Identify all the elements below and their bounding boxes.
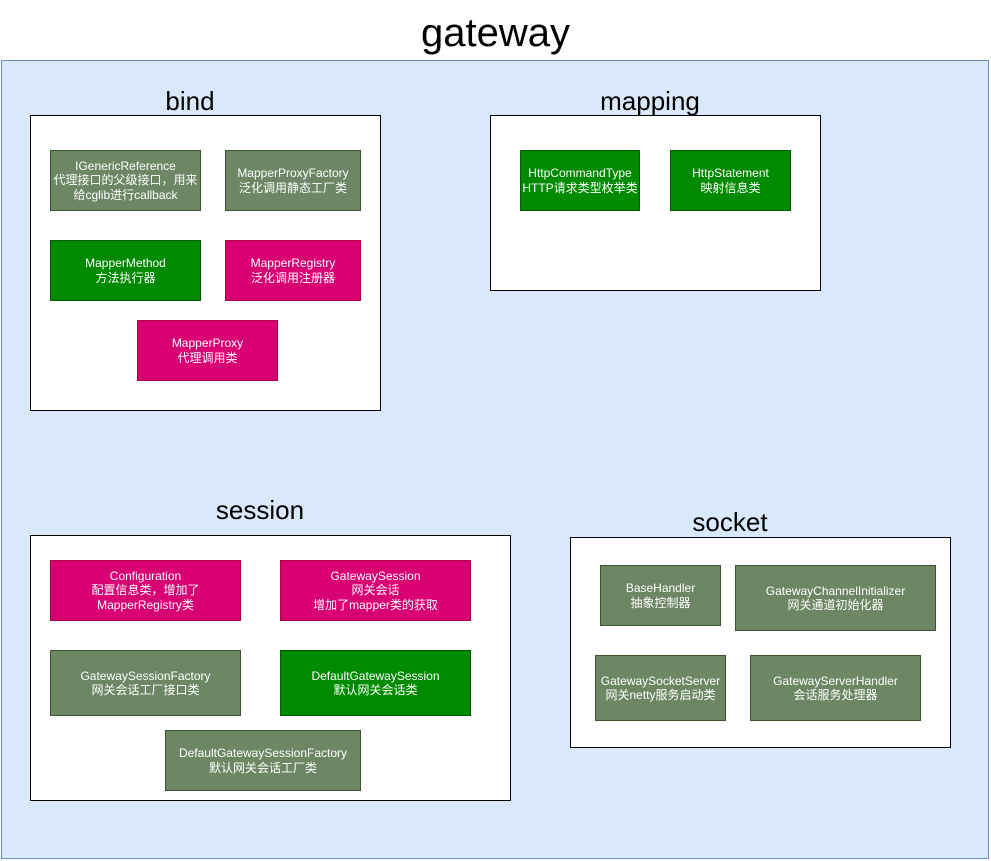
igenericreference-line-2: 给cglib进行callback (73, 187, 178, 202)
defaultgatewaysessionfactory-line-0: DefaultGatewaySessionFactory (178, 746, 348, 760)
mappermethod-line-0: MapperMethod (85, 256, 166, 270)
gatewayserverhandler-line-0: GatewayServerHandler (773, 673, 898, 688)
mapperproxyfactory-line-0: MapperProxyFactory (237, 166, 349, 180)
gatewayserverhandler-line-1: 会话服务处理器 (793, 688, 878, 702)
gatewaysessionfactory-line-0: GatewaySessionFactory (80, 668, 211, 683)
mappermethod-line-1: 方法执行器 (95, 270, 156, 285)
httpstatement-line-1: 映射信息类 (700, 180, 761, 195)
httpcommandtype-line-1: HTTP请求类型枚举类 (522, 180, 638, 195)
configuration-line-0: Configuration (109, 568, 182, 583)
defaultgatewaysessionfactory-line-1: 默认网关会话工厂类 (208, 760, 317, 775)
gatewaysession-line-0: GatewaySession (330, 568, 421, 583)
configuration-line-1: 配置信息类，增加了 (91, 583, 200, 598)
igenericreference-line-1: 代理接口的父级接口，用来 (53, 173, 198, 188)
basehandler-line-0: BaseHandler (625, 581, 696, 595)
defaultgatewaysession-line-1: 默认网关会话类 (333, 683, 418, 697)
mapperproxy-line-0: MapperProxy (171, 336, 244, 350)
package-label-session: session (215, 495, 305, 525)
mapperproxyfactory-line-1: 泛化调用静态工厂类 (238, 180, 347, 195)
diagram-title: gateway (421, 11, 570, 55)
defaultgatewaysession-line-0: DefaultGatewaySession (311, 668, 440, 683)
httpcommandtype-line-0: HttpCommandType (528, 166, 632, 180)
gatewaychannelinitializer-line-1: 网关通道初始化器 (787, 598, 884, 612)
mapperregistry-line-0: MapperRegistry (250, 256, 336, 270)
gatewaysessionfactory-line-1: 网关会话工厂接口类 (91, 683, 200, 697)
basehandler-line-1: 抽象控制器 (630, 595, 691, 610)
gatewaysession-line-2: 增加了mapper类的获取 (313, 597, 438, 612)
package-label-bind: bind (165, 86, 215, 116)
package-label-socket: socket (692, 507, 768, 537)
gatewaysocketserver-line-0: GatewaySocketServer (600, 673, 721, 688)
httpstatement-line-0: HttpStatement (692, 166, 769, 180)
igenericreference-line-0: IGenericReference (75, 158, 176, 173)
gatewaysocketserver-line-1: 网关netty服务启动类 (605, 688, 716, 702)
package-label-mapping: mapping (600, 86, 700, 116)
mapperproxy-line-1: 代理调用类 (177, 350, 238, 365)
gatewaychannelinitializer-line-0: GatewayChannelInitializer (765, 583, 906, 598)
mapperregistry-line-1: 泛化调用注册器 (250, 270, 335, 285)
gatewaysession-line-1: 网关会话 (351, 583, 400, 598)
configuration-line-2: MapperRegistry类 (97, 597, 194, 612)
